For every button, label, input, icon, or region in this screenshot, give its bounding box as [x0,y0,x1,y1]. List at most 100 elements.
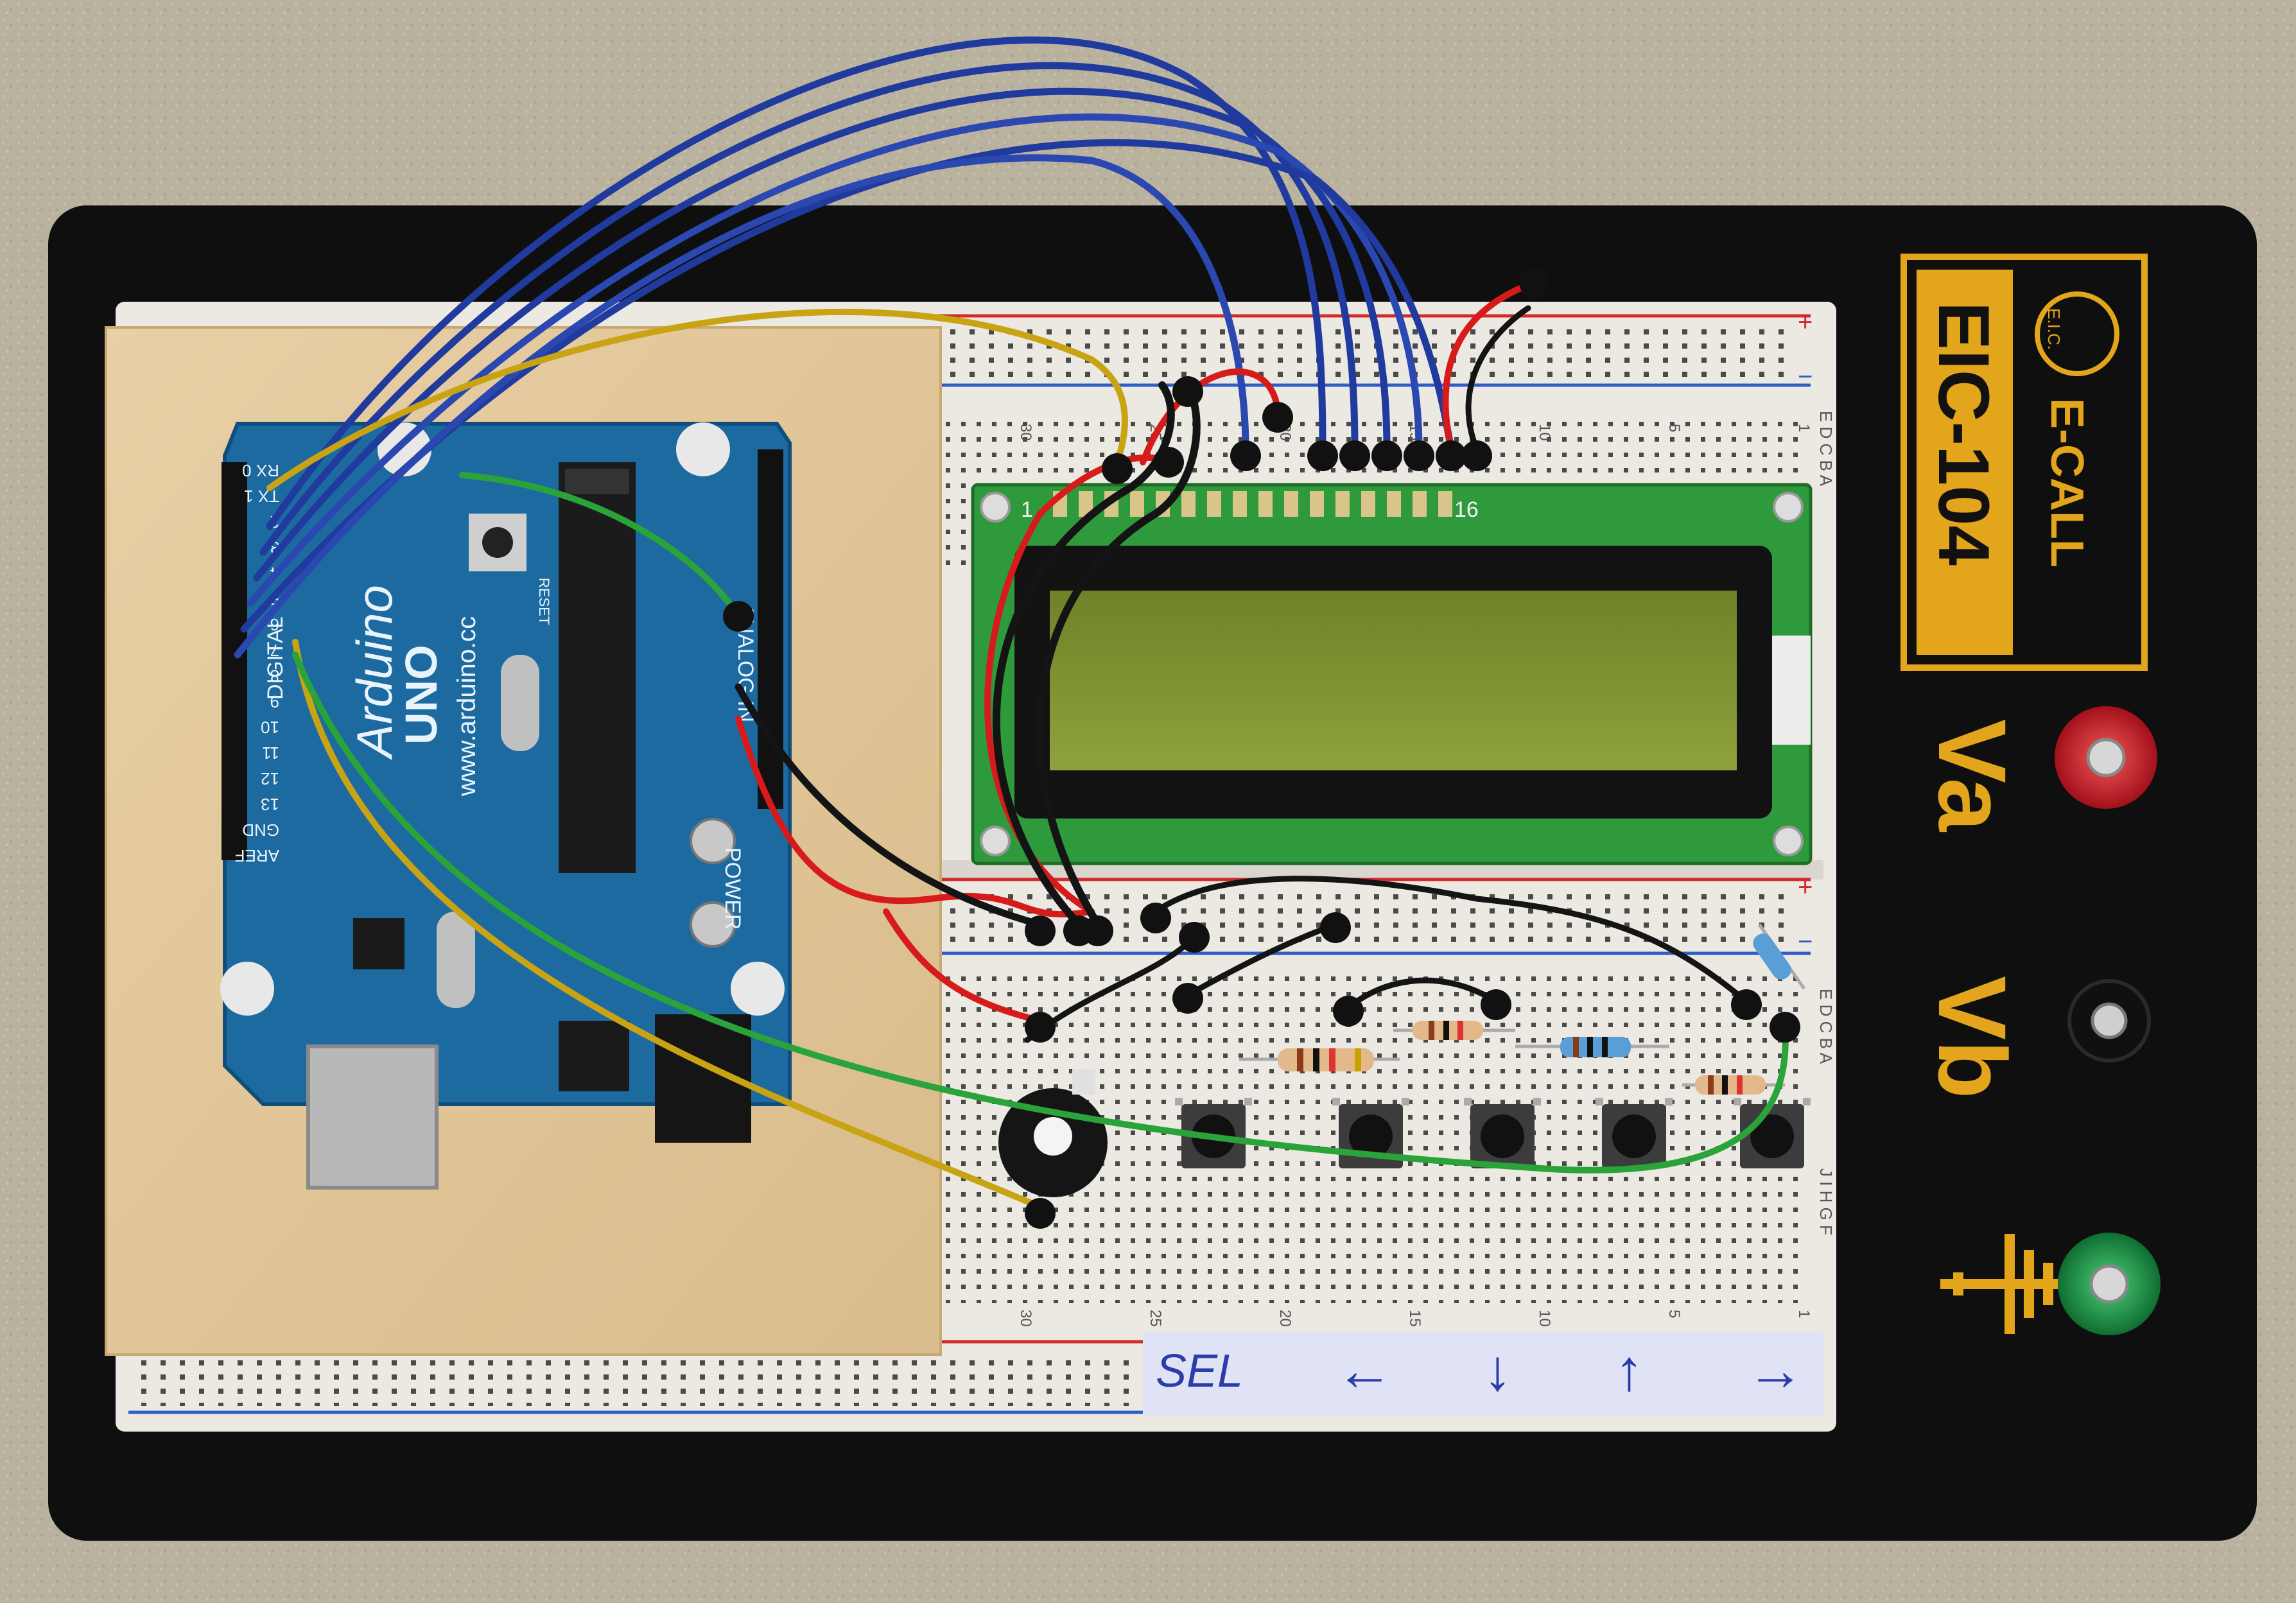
lcd-pin [1233,491,1247,517]
wire-end-connector [1320,912,1351,943]
pin-label: 7 [270,641,279,660]
row-letters-lower-group: J I H G F [1816,1168,1836,1235]
push-button[interactable] [1596,1098,1673,1168]
wire-end-connector [723,601,754,632]
button-label-strip: SEL ← ↓ ↑ → [1143,1332,1823,1416]
wire-end-connector [1481,989,1511,1020]
column-mark: 10 [1536,424,1553,441]
wire-end-connector [1172,376,1203,407]
atmega-chip [559,462,636,873]
black-wire-4 [1152,876,1750,1005]
wire-end-connector [1179,922,1210,953]
row-letters-lower: J I H G F [1816,1168,1836,1235]
wire-end-connector [1436,440,1466,471]
wire-end-connector [1262,402,1293,433]
wire-end-connector [1371,440,1402,471]
wire-end-connector [1461,440,1492,471]
yellow-wire-top [266,308,1128,491]
plywood-edge [105,326,942,1356]
logo-model-bar [1917,270,2013,655]
row-letters-bottom-group: E D C B A [1816,989,1836,1064]
lcd-pin [1207,491,1221,517]
column-mark: 20 [1276,1310,1294,1327]
resistors [1239,923,1806,1095]
wire-end-connector [1770,1012,1800,1043]
black-wire-7 [1345,977,1499,1011]
pin-label: 10 [261,718,279,737]
terminal-vb-post [2091,1002,2128,1039]
blue-wire-5 [240,139,1455,633]
black-wire-6 [1185,921,1339,998]
pin-label: 9 [270,692,279,711]
blue-wire-4 [247,113,1423,607]
black-wire-8 [1465,305,1531,453]
lcd-pin-first: 1 [1021,498,1033,522]
column-mark: 5 [1665,1310,1683,1318]
terminal-ground-post [2089,1264,2129,1304]
terminal-va-post [2086,738,2126,777]
lcd-hole-1 [980,492,1011,523]
green-wire-top [459,472,742,620]
row-letters-top: E D C B A [1816,411,1836,487]
label-right: → [1746,1339,1804,1403]
pin-label: AREF [235,846,279,865]
lcd-pin [1361,491,1375,517]
arduino-uno-board: Arduino UNO www.arduino.cc DIGITAL ANALO… [220,422,792,1190]
lcd-hole-2 [1773,492,1804,523]
lcd-module: 1 16 [971,483,1813,865]
pin-label: 12 [261,769,279,788]
column-mark: 15 [1406,1310,1423,1327]
lcd-pin [1181,491,1196,517]
logo-model: EIC-104 [1924,302,2004,566]
resistor-3 [1560,1037,1631,1057]
terminal-va-label: Va [1918,719,2026,833]
wire-end-connector [1230,440,1261,471]
lcd-pin [1413,491,1427,517]
pin-label: GND [242,820,279,840]
label-strip-paper [1143,1332,1823,1416]
column-mark: 30 [1017,1310,1034,1327]
digital-label: DIGITAL [263,616,288,700]
terminal-vb-label: Vb [1918,976,2026,1099]
black-wire-2 [992,381,1175,928]
lcd-pin [1284,491,1298,517]
wire-end-connector [1731,989,1762,1020]
blue-wire-2 [259,62,1359,556]
wire-end-connector [1172,983,1203,1014]
pin-label: 8 [270,666,279,686]
red-wire-2 [883,908,1043,1024]
logo-circle-icon [2035,291,2119,376]
label-down: ↓ [1483,1339,1512,1403]
row-letters-top-group: E D C B A [1816,411,1836,487]
potentiometer-wiper [1034,1117,1072,1156]
voltage-regulator [559,1021,629,1091]
rail-plus-top: + [1798,308,1813,336]
red-wire-4 [1442,279,1538,453]
wire-end-connector [1102,453,1133,484]
lcd-pin [1438,491,1452,517]
pin-label: RX 0 [242,461,279,480]
digital-header [222,462,247,860]
capacitor-2 [690,901,736,948]
pin-label: 6 [270,615,279,634]
label-up: ↑ [1615,1339,1644,1403]
mount-post-4 [731,962,785,1016]
wire-end-connector [1025,1012,1056,1043]
label-left: ← [1335,1339,1393,1403]
red-wire-1 [735,716,1095,918]
lcd-pin [1335,491,1350,517]
wire-end-connector [1025,915,1056,946]
push-button[interactable] [1464,1098,1541,1168]
lcd-pin [1387,491,1401,517]
crystal-2 [437,912,475,1008]
wire-end-connector [1153,447,1184,478]
ground-symbol-icon [1940,1234,2066,1334]
wire-end-connector [1307,440,1338,471]
lcd-hole-4 [1773,826,1804,856]
mount-post-3 [220,962,274,1016]
arduino-brand-text: Arduino [346,585,403,760]
arduino-url-text: www.arduino.cc [453,616,481,797]
pin-label: 11 [262,743,279,763]
